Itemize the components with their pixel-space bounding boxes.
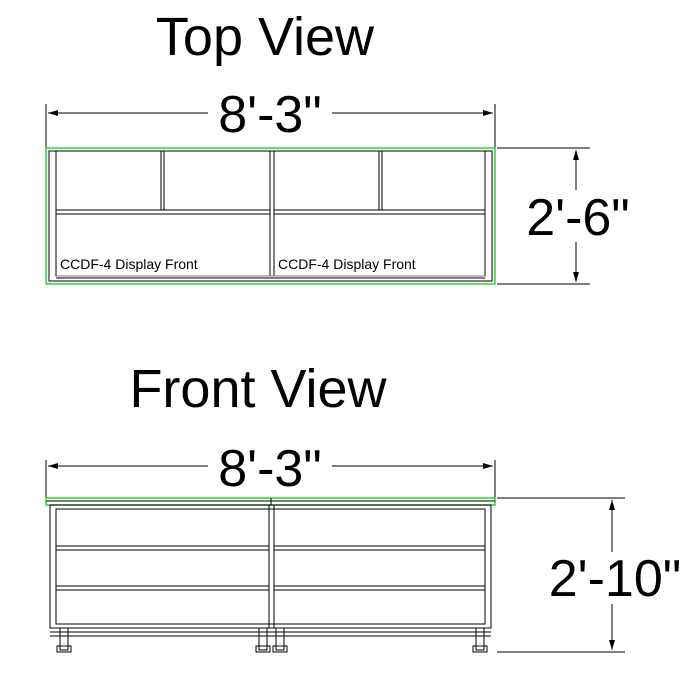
top-view-width-dimension: 8'-3" bbox=[45, 86, 496, 148]
top-view-width-label: 8'-3" bbox=[218, 86, 322, 144]
front-view-height-dimension: 2'-10" bbox=[497, 497, 690, 653]
front-view-title: Front View bbox=[129, 359, 387, 419]
display-front-label-right: CCDF-4 Display Front bbox=[278, 256, 416, 272]
top-view-depth-label: 2'-6" bbox=[526, 189, 630, 247]
top-view-plan bbox=[45, 147, 496, 285]
front-view-width-label: 8'-3" bbox=[218, 440, 322, 498]
cabinet-legs bbox=[56, 627, 488, 653]
top-view-depth-dimension: 2'-6" bbox=[497, 147, 638, 285]
front-view-width-dimension: 8'-3" bbox=[45, 440, 496, 498]
front-view-elevation bbox=[45, 497, 496, 637]
top-view-title: Top View bbox=[156, 7, 375, 67]
display-front-label-left: CCDF-4 Display Front bbox=[60, 256, 198, 272]
front-view-height-label: 2'-10" bbox=[549, 550, 681, 608]
